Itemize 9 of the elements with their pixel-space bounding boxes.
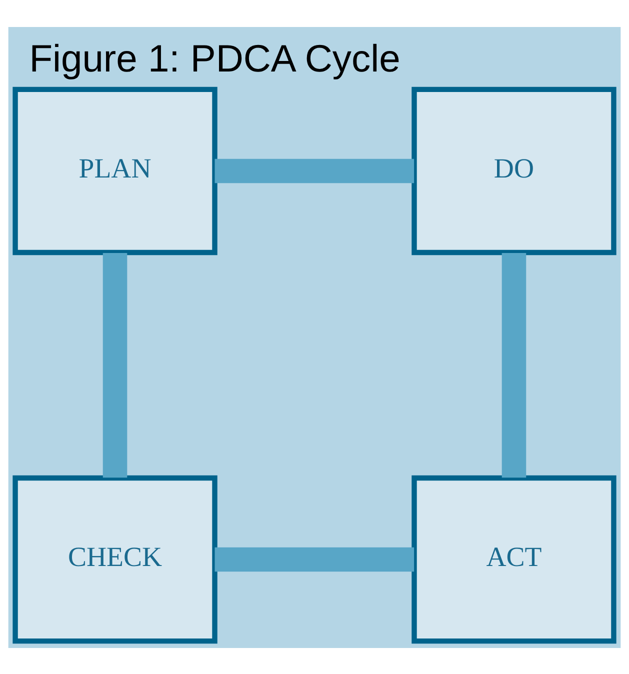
connector [214,158,414,183]
node-box: DO [412,86,616,255]
node-box: ACT [412,474,616,644]
diagram-title: Figure 1: PDCA Cycle [29,36,400,80]
node-box: PLAN [12,86,218,255]
node-box: CHECK [12,474,218,644]
connector [214,546,414,572]
connector [102,252,128,478]
connector [502,252,526,478]
